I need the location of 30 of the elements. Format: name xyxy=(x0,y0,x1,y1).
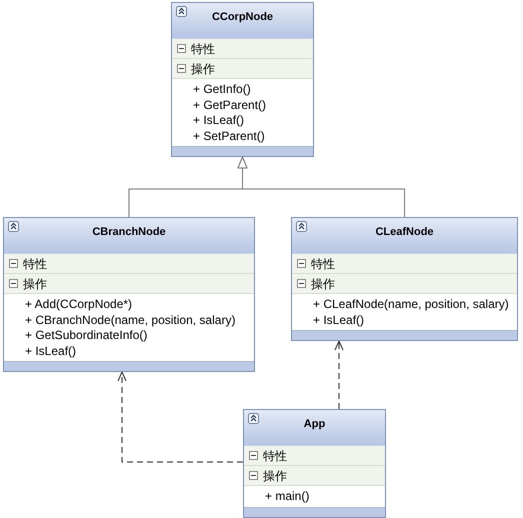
operation-text: + main() xyxy=(264,489,310,504)
section-label: 操作 xyxy=(191,60,215,76)
operation-text: + Add(CCorpNode*) xyxy=(24,297,132,312)
section-label: 操作 xyxy=(23,276,47,292)
section-label: 特性 xyxy=(23,256,47,272)
class-name: CCorpNode xyxy=(212,11,274,24)
class-name: App xyxy=(304,418,326,431)
dependency-arrow xyxy=(118,372,244,462)
operation-text: + IsLeaf() xyxy=(24,344,76,359)
operation-text: + CLeafNode(name, position, salary) xyxy=(312,297,509,312)
class-box xyxy=(3,217,255,372)
class-name: CBranchNode xyxy=(92,226,166,239)
section-label: 特性 xyxy=(311,256,335,272)
class-box xyxy=(171,2,314,157)
generalization-arrow xyxy=(238,156,405,218)
operation-text: + IsLeaf() xyxy=(312,312,364,328)
operation-text: + GetSubordinateInfo() xyxy=(24,328,148,344)
section-label: 特性 xyxy=(191,40,215,56)
section-label: 操作 xyxy=(311,276,335,292)
section-label: 特性 xyxy=(263,448,287,464)
class-box xyxy=(291,217,518,341)
operation-text: + GetInfo() xyxy=(192,82,251,98)
dependency-arrow xyxy=(334,340,344,410)
operation-text: + GetParent() xyxy=(192,98,266,113)
class-box xyxy=(243,409,386,518)
operation-text: + CBranchNode(name, position, salary) xyxy=(24,312,236,328)
operation-text: + SetParent() xyxy=(192,128,265,144)
class-name: CLeafNode xyxy=(375,226,434,239)
section-label: 操作 xyxy=(263,468,287,484)
operation-text: + IsLeaf() xyxy=(192,113,244,128)
